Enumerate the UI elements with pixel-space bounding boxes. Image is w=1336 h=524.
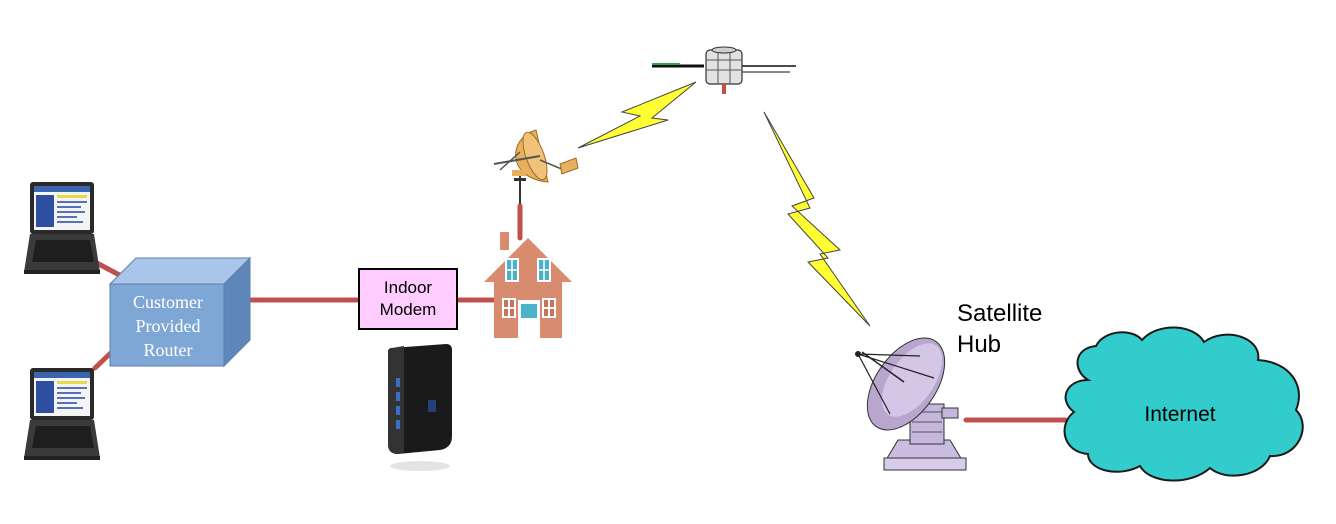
modem-label-line1: Indoor bbox=[383, 278, 433, 297]
satellite-hub-dish-icon bbox=[855, 337, 967, 471]
satellite-hub-label: Satellite Hub bbox=[957, 298, 1042, 360]
indoor-modem-box: Indoor Modem bbox=[358, 268, 458, 330]
modem-label-line2: Modem bbox=[379, 300, 437, 319]
laptop-top-icon bbox=[24, 182, 100, 274]
uplink-lightning-icon bbox=[577, 81, 697, 149]
router-label-line2: Provided bbox=[135, 316, 201, 336]
downlink-lightning-icon bbox=[763, 111, 871, 327]
internet-label: Internet bbox=[1144, 403, 1216, 426]
modem-device-icon bbox=[388, 344, 452, 471]
satellite-icon bbox=[652, 46, 796, 94]
internet-cloud-icon bbox=[1063, 326, 1304, 482]
laptop-bottom-icon bbox=[24, 368, 100, 460]
router-box-icon bbox=[108, 256, 252, 368]
customer-dish-icon bbox=[493, 129, 579, 204]
lightning-bolts bbox=[577, 81, 871, 327]
house-icon bbox=[484, 232, 572, 338]
hub-label-line2: Hub bbox=[957, 331, 1002, 358]
router-label-line3: Router bbox=[143, 340, 193, 360]
router-label: Customer Provided Router bbox=[112, 290, 224, 362]
hub-label-line1: Satellite bbox=[957, 300, 1043, 327]
router-label-line1: Customer bbox=[133, 292, 203, 312]
